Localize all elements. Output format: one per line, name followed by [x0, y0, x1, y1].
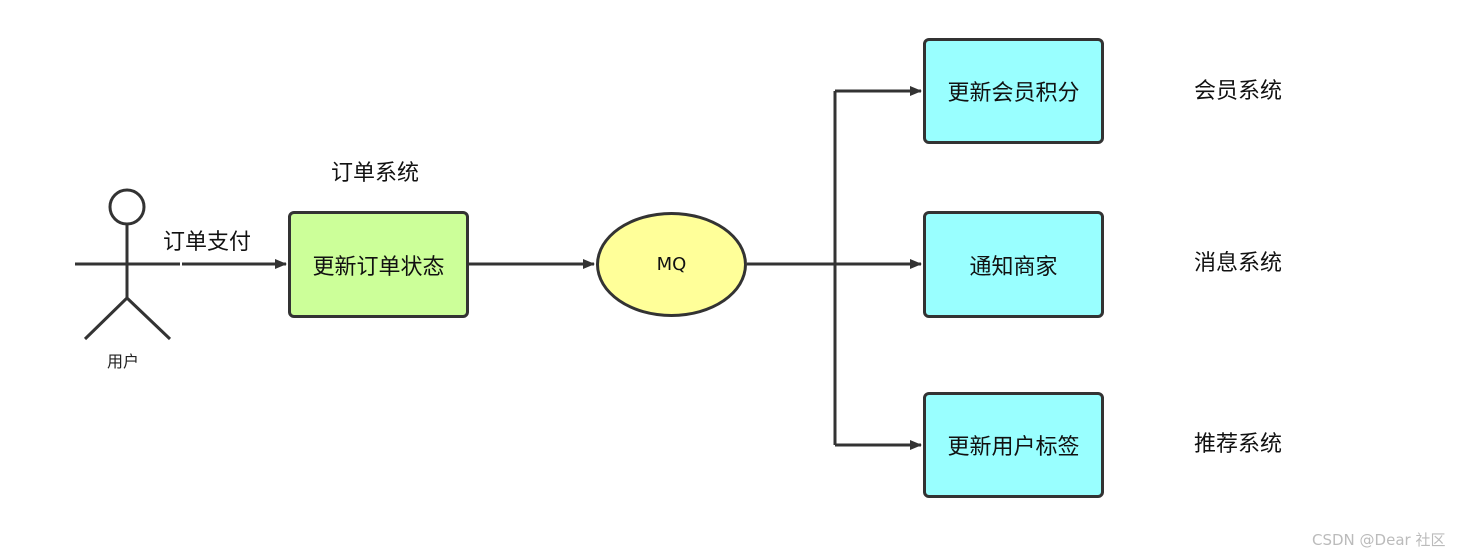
node-notify-merchant: 通知商家: [923, 211, 1104, 318]
order-system-title: 订单系统: [331, 161, 420, 186]
node-notify-merchant-label: 通知商家: [969, 254, 1058, 280]
system-label-member: 会员系统: [1194, 79, 1283, 104]
edge-label-pay: 订单支付: [163, 230, 252, 255]
actor-right-leg: [125, 296, 172, 341]
node-mq-label: MQ: [656, 254, 687, 275]
node-update-member-points: 更新会员积分: [923, 38, 1104, 144]
node-update-order-status-label: 更新订单状态: [312, 254, 445, 280]
node-update-member-points-label: 更新会员积分: [947, 81, 1080, 106]
csdn-watermark: CSDN @Dear 社区: [1312, 531, 1446, 549]
actor-head: [108, 188, 146, 226]
actor-left-leg: [83, 296, 129, 341]
system-label-recommend: 推荐系统: [1194, 432, 1283, 457]
node-update-user-tags-label: 更新用户标签: [947, 435, 1080, 460]
node-mq: MQ: [596, 212, 747, 317]
node-update-order-status: 更新订单状态: [288, 211, 469, 318]
actor-label: 用户: [107, 352, 140, 371]
user-actor-figure: [75, 188, 180, 341]
node-update-user-tags: 更新用户标签: [923, 392, 1104, 498]
system-label-message: 消息系统: [1194, 251, 1283, 276]
